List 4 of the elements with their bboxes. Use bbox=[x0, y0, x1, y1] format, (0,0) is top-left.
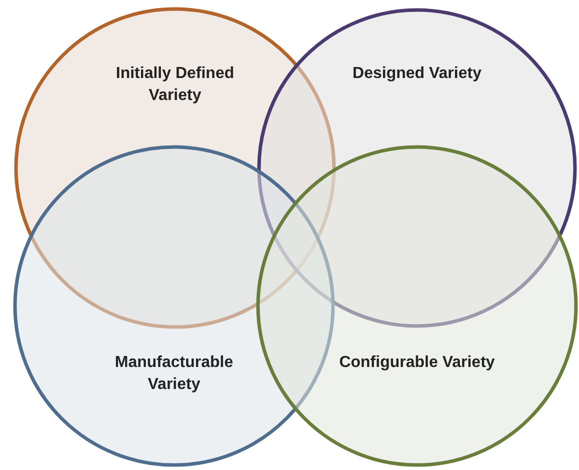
circle-label: Configurable Variety bbox=[338, 353, 496, 373]
circle-label: Initially Defined Variety bbox=[114, 64, 236, 106]
circle-label: Manufacturable Variety bbox=[114, 353, 234, 395]
circle-label: Designed Variety bbox=[352, 64, 482, 84]
